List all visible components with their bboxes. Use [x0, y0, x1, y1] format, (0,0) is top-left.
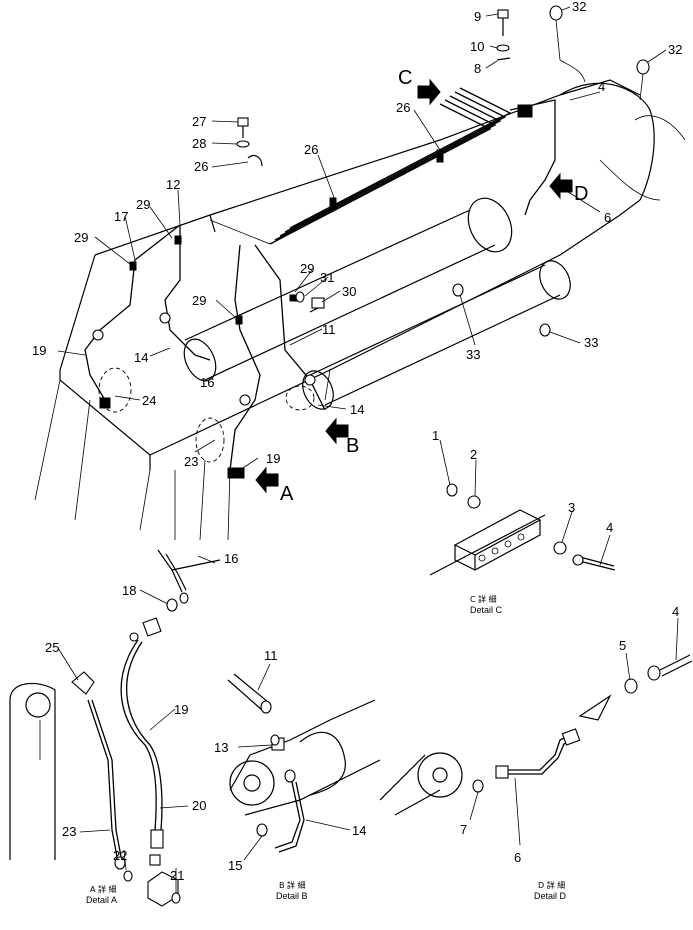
- detail-c-caption: Detail C: [470, 605, 503, 615]
- boom-outline: [34, 59, 686, 541]
- detail-b-caption: Detail B: [276, 891, 308, 901]
- view-marker-d: D: [574, 183, 588, 205]
- callout-16: 16: [224, 551, 238, 566]
- callout-3: 3: [568, 500, 575, 515]
- callout-29: 29: [74, 230, 88, 245]
- callout-29: 29: [192, 293, 206, 308]
- callout-19: 19: [174, 702, 188, 717]
- callout-32: 32: [668, 42, 682, 57]
- callout-25: 25: [45, 640, 59, 655]
- callout-33: 33: [466, 347, 480, 362]
- callout-24: 24: [142, 393, 156, 408]
- view-marker-b: B: [346, 435, 359, 457]
- callout-1: 1: [432, 428, 439, 443]
- callout-20: 20: [192, 798, 206, 813]
- callout-27: 27: [192, 114, 206, 129]
- callout-32: 32: [572, 0, 586, 14]
- callout-28: 28: [192, 136, 206, 151]
- callout-6: 6: [604, 210, 611, 225]
- callout-22: 22: [113, 848, 127, 863]
- detail-b-caption-jp: B 詳 細: [279, 880, 306, 890]
- detail-b-drawing: [227, 663, 381, 861]
- callout-26: 26: [396, 100, 410, 115]
- view-arrows: [255, 78, 573, 494]
- callout-23: 23: [62, 824, 76, 839]
- callout-5: 5: [619, 638, 626, 653]
- callout-19: 19: [266, 451, 280, 466]
- callout-29: 29: [300, 261, 314, 276]
- hydraulic-cylinder: [98, 197, 571, 463]
- callout-26: 26: [194, 159, 208, 174]
- callout-4: 4: [606, 520, 613, 535]
- main-fittings: [236, 5, 650, 337]
- callout-14: 14: [350, 402, 364, 417]
- detail-c-caption-jp: C 詳 細: [470, 594, 497, 604]
- detail-a-caption-jp: A 詳 細: [90, 884, 117, 894]
- callout-31: 31: [320, 270, 334, 285]
- detail-d-caption: Detail D: [534, 891, 567, 901]
- view-marker-a: A: [280, 483, 294, 505]
- callout-4: 4: [598, 79, 605, 94]
- callout-9: 9: [474, 9, 481, 24]
- callout-10: 10: [470, 39, 484, 54]
- callout-14: 14: [352, 823, 366, 838]
- callout-14: 14: [134, 350, 148, 365]
- detail-a-caption: Detail A: [86, 895, 117, 905]
- leader-lines-main: [57, 6, 667, 471]
- view-marker-c: C: [398, 67, 412, 89]
- callout-23: 23: [184, 454, 198, 469]
- callout-18: 18: [122, 583, 136, 598]
- callout-17: 17: [114, 209, 128, 224]
- detail-d-caption-jp: D 詳 細: [538, 880, 565, 890]
- detail-c-drawing: [429, 439, 616, 576]
- callout-4: 4: [672, 604, 679, 619]
- callout-30: 30: [342, 284, 356, 299]
- callout-2: 2: [470, 447, 477, 462]
- callout-33: 33: [584, 335, 598, 350]
- callout-16: 16: [200, 375, 214, 390]
- callout-8: 8: [474, 61, 481, 76]
- callout-21: 21: [170, 868, 184, 883]
- detail-captions: C 詳 細 Detail C A 詳 細 Detail A B 詳 細 Deta…: [86, 594, 567, 905]
- detail-d-drawing: [379, 617, 693, 846]
- callout-7: 7: [460, 822, 467, 837]
- callout-15: 15: [228, 858, 242, 873]
- callout-11: 11: [264, 648, 278, 663]
- detail-a-drawing: [9, 549, 221, 907]
- callout-26: 26: [304, 142, 318, 157]
- callout-29: 29: [136, 197, 150, 212]
- callout-11: 11: [322, 322, 336, 337]
- callout-19: 19: [32, 343, 46, 358]
- callout-13: 13: [214, 740, 228, 755]
- callout-labels: 9 10 8 32 32 4 26 27 28 26 26 12 29 17 2…: [32, 0, 682, 883]
- callout-12: 12: [166, 177, 180, 192]
- callout-6: 6: [514, 850, 521, 865]
